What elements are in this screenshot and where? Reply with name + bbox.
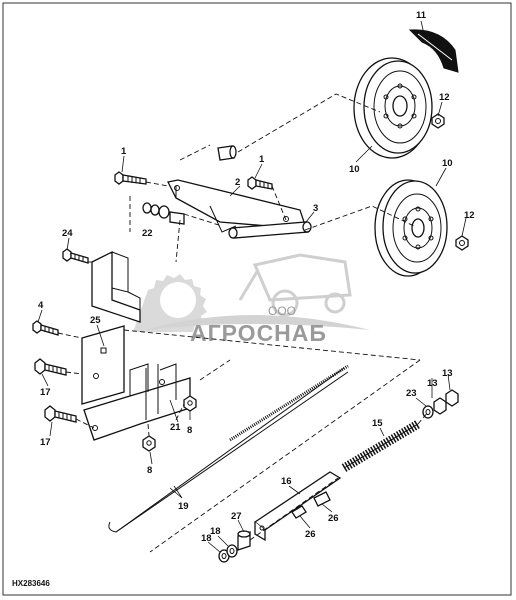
callout-26: 26 <box>305 529 316 540</box>
callout-3: 3 <box>313 203 318 214</box>
nut-8-upper <box>183 395 197 412</box>
washer-stack-22 <box>142 202 185 225</box>
callout-25: 25 <box>90 315 101 326</box>
callout-10: 10 <box>349 164 360 175</box>
callout-18: 18 <box>201 533 212 544</box>
adjuster-rod <box>108 364 349 533</box>
harvester-icon <box>238 253 352 317</box>
wheel-nut-upper <box>431 113 445 129</box>
slide-bracket <box>253 471 342 542</box>
leader-lines <box>37 20 467 553</box>
callout-18: 18 <box>210 526 221 537</box>
callout-17: 17 <box>40 437 51 448</box>
assembly-lines <box>57 93 429 553</box>
bolt-17-upper <box>34 358 67 376</box>
callout-10: 10 <box>442 158 453 169</box>
callout-8: 8 <box>187 425 192 436</box>
axle-shaft <box>228 221 312 239</box>
callout-13: 13 <box>427 378 438 389</box>
axle-spacer <box>217 145 237 161</box>
callout-1: 1 <box>121 146 127 157</box>
callout-2: 2 <box>235 177 240 188</box>
callout-16: 16 <box>281 476 292 487</box>
mount-bracket-upper <box>91 250 141 323</box>
callout-labels: 11 12 10 10 12 1 1 2 3 22 24 4 25 17 17 … <box>38 10 475 544</box>
wheel-upper <box>353 57 433 159</box>
callout-23: 23 <box>406 388 417 399</box>
bushing-27 <box>237 530 251 551</box>
callout-22: 22 <box>142 228 153 239</box>
mount-plate <box>81 325 125 405</box>
wheel-lower <box>374 179 448 277</box>
callout-15: 15 <box>372 418 383 429</box>
tire-tread-segment <box>408 29 459 73</box>
bolt-24 <box>62 248 89 264</box>
nut-13-b <box>445 389 459 407</box>
bolt-4 <box>32 320 59 336</box>
callout-12: 12 <box>439 92 450 103</box>
callout-19: 19 <box>178 501 189 512</box>
callout-4: 4 <box>38 300 44 311</box>
bolt-17-lower <box>44 405 77 423</box>
tread-highlight <box>417 33 453 61</box>
figure-code: HX283646 <box>12 579 50 588</box>
spacer-26-a <box>291 505 307 519</box>
callout-17: 17 <box>40 387 51 398</box>
washer-18-b <box>226 544 238 558</box>
watermark-logo <box>133 253 370 332</box>
callout-26: 26 <box>328 513 339 524</box>
nut-13-a <box>433 397 447 415</box>
bolt-upper-left <box>114 171 147 185</box>
callout-8: 8 <box>147 465 152 476</box>
watermark-company-form: ООО <box>268 304 296 318</box>
gear-icon <box>133 274 207 332</box>
compression-spring <box>341 420 421 472</box>
bolt-upper-right <box>247 176 273 190</box>
spacer-26-b <box>313 491 331 507</box>
callout-13: 13 <box>442 368 453 379</box>
watermark-swoosh <box>145 315 370 330</box>
callout-11: 11 <box>416 10 427 21</box>
callout-12: 12 <box>464 210 475 221</box>
nut-8-lower <box>142 435 156 452</box>
callout-27: 27 <box>231 511 242 522</box>
wheel-nut-lower <box>455 235 469 251</box>
callout-24: 24 <box>62 228 73 239</box>
diagram-border <box>2 2 512 596</box>
watermark-company-name: АГРОСНАБ <box>190 320 327 346</box>
callout-21: 21 <box>170 422 181 433</box>
callout-1: 1 <box>259 154 265 165</box>
